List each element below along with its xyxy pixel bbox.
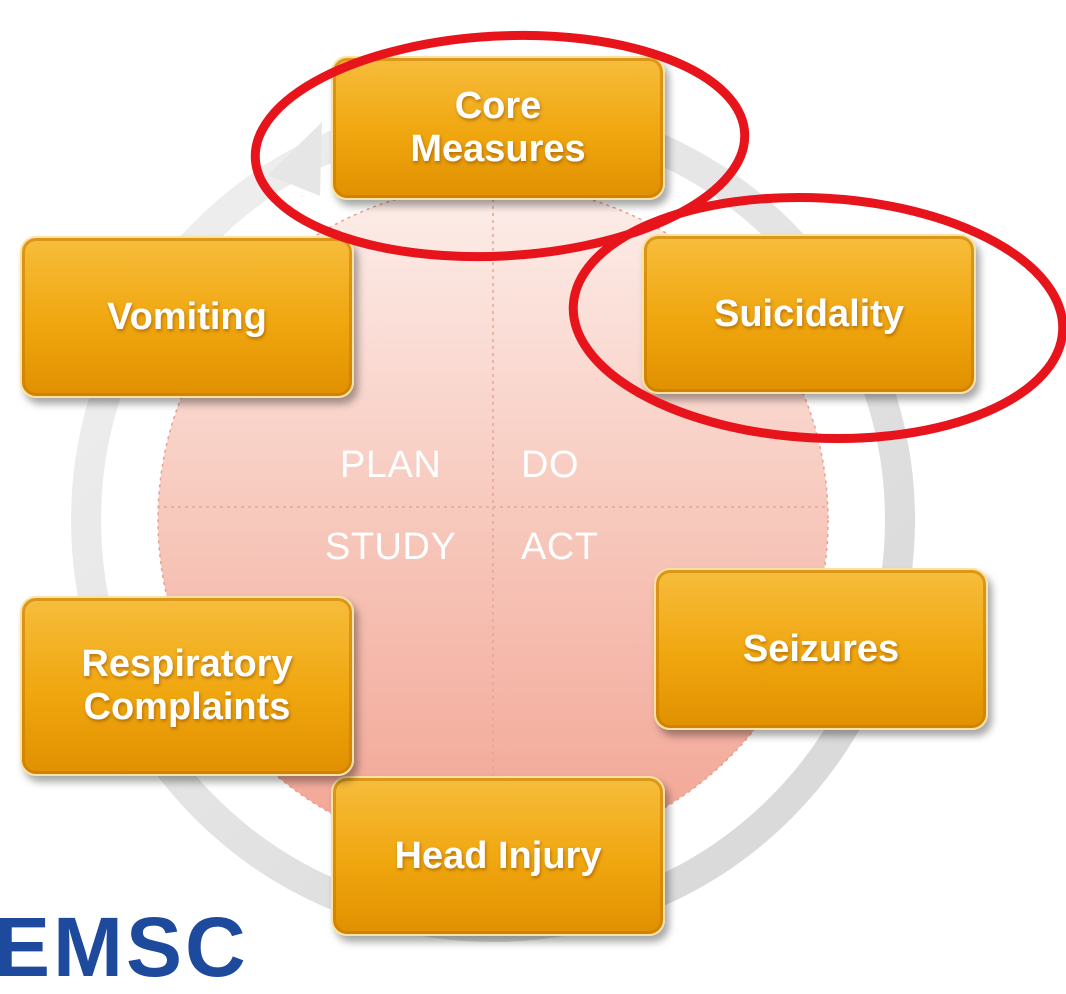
study-label: STUDY xyxy=(325,526,457,568)
cycle-arrowhead xyxy=(268,122,322,196)
core-measures-highlight-ring xyxy=(250,30,750,262)
pdsa-diagram: PLAN DO STUDY ACT Core Measures Suicidal… xyxy=(0,30,1066,989)
emsc-logo: EMSC xyxy=(0,900,249,994)
respiratory-complaints-box: Respiratory Complaints xyxy=(20,596,354,776)
plan-label: PLAN xyxy=(340,444,442,486)
highlight-layer xyxy=(250,30,1066,444)
do-label: DO xyxy=(521,444,579,486)
suicidality-highlight-ring xyxy=(568,192,1066,444)
seizures-box: Seizures xyxy=(654,568,988,730)
suicidality-box: Suicidality xyxy=(642,234,976,394)
vomiting-box: Vomiting xyxy=(20,236,354,398)
act-label: ACT xyxy=(521,526,599,568)
head-injury-box: Head Injury xyxy=(331,776,665,936)
core-measures-box: Core Measures xyxy=(331,56,665,200)
